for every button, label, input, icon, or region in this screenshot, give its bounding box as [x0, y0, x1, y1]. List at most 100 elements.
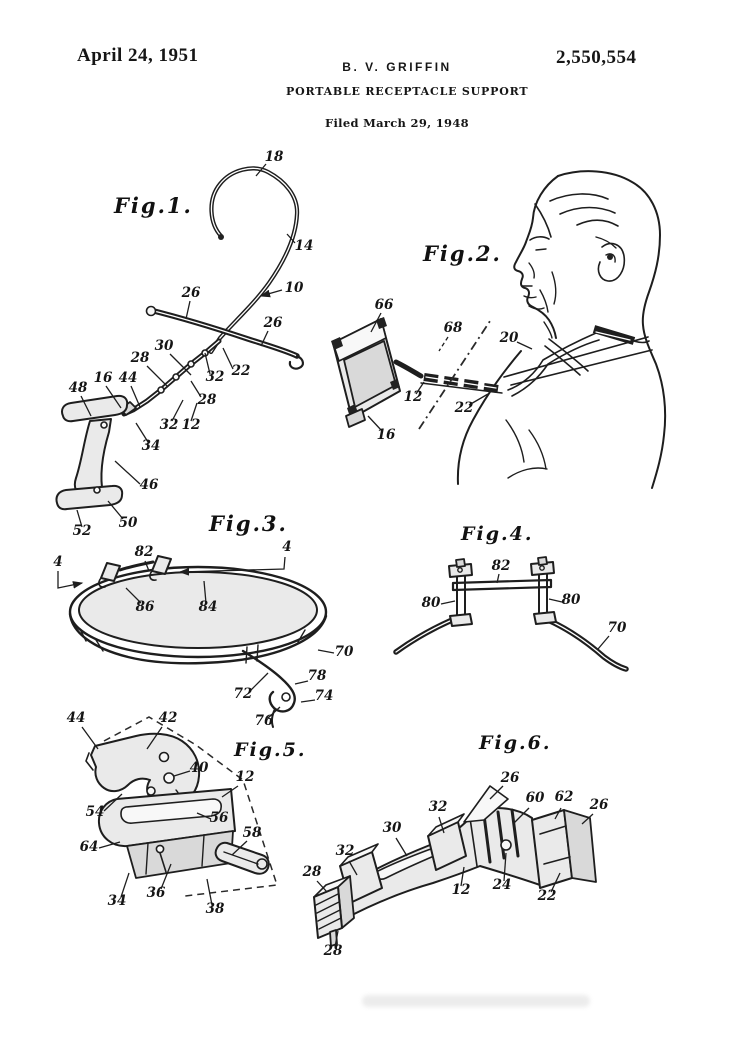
leader-line — [105, 385, 122, 409]
cube-front-face — [313, 886, 343, 939]
chest-fold — [505, 419, 525, 463]
ref-numeral-32: 32 — [336, 843, 355, 859]
band-end — [633, 340, 650, 344]
ref-numeral-32: 32 — [429, 799, 448, 815]
leader-line — [260, 330, 269, 347]
plate-shade-band — [510, 808, 520, 858]
ref-numeral-26: 26 — [500, 770, 520, 786]
ref-numeral-60: 60 — [526, 790, 545, 806]
ring-hook-curl — [241, 649, 296, 713]
neck-band-lower — [511, 339, 600, 397]
plate-end-cap — [85, 752, 94, 771]
leader-line — [468, 393, 489, 406]
leader-line — [597, 635, 610, 650]
ref-numeral-26: 26 — [181, 285, 201, 301]
arm-joint — [187, 360, 195, 368]
ref-numeral-58: 58 — [243, 825, 262, 841]
neck-shade-line — [543, 321, 553, 339]
neck-band-upper — [507, 332, 597, 391]
figure-4-label: Fig.4. — [460, 523, 533, 545]
figure-6-drawing: Fig.6. — [313, 732, 597, 947]
leader-line — [169, 353, 192, 376]
ref-numeral-12: 12 — [236, 769, 255, 785]
ghost-outline — [103, 716, 278, 897]
ref-numeral-26: 26 — [263, 315, 283, 331]
ref-numeral-32: 32 — [160, 417, 179, 433]
fork-prong-26 — [463, 785, 509, 823]
ref-numeral-10: 10 — [285, 280, 304, 296]
lapel-line — [544, 345, 581, 376]
leader-line — [554, 807, 562, 820]
leader-line — [489, 785, 504, 800]
patent-number: 2,550,554 — [556, 47, 637, 68]
hole-24 — [500, 839, 512, 851]
hair-stroke — [549, 193, 609, 202]
figure-2-drawing: Fig.2. — [331, 170, 667, 489]
ref-numeral-16: 16 — [94, 370, 113, 386]
ref-numeral-44: 44 — [119, 370, 138, 386]
ref-numeral-28: 28 — [197, 392, 217, 408]
ref-numeral-48: 48 — [69, 380, 88, 396]
leader-line — [316, 880, 328, 893]
band-hatch — [95, 639, 104, 652]
leader-line — [171, 399, 184, 422]
ring-lug-left — [100, 562, 121, 582]
arm-joint — [172, 373, 180, 381]
plate-hole — [146, 786, 156, 796]
leader-line — [438, 816, 445, 834]
leader-line — [367, 415, 383, 432]
ear-canal — [607, 254, 613, 260]
ref-numeral-22: 22 — [537, 888, 557, 904]
right-leg-highlight — [547, 619, 627, 670]
ref-numeral-44: 44 — [67, 710, 86, 726]
ref-numeral-82: 82 — [135, 544, 154, 560]
leader-line — [204, 352, 211, 375]
ring-outer-rim — [68, 565, 328, 659]
clamp-bolt — [100, 421, 108, 429]
face-profile — [513, 175, 559, 339]
ref-numeral-24: 24 — [492, 877, 512, 893]
ref-numeral-14: 14 — [295, 238, 314, 254]
leader-line — [190, 402, 198, 422]
ref-numeral-18: 18 — [265, 149, 284, 165]
leader-line — [496, 573, 500, 584]
cube-hatching — [315, 893, 342, 930]
bolt-nub-right — [537, 556, 548, 566]
crossbar-left-eyelet — [145, 305, 157, 317]
hair-stroke — [559, 206, 616, 215]
leader-line — [206, 878, 213, 906]
pin-mid-line — [223, 851, 259, 865]
crossbar-right-curl — [288, 354, 304, 370]
ref-numeral-42: 42 — [159, 710, 178, 726]
leader-line — [300, 699, 316, 703]
filed-date: Filed March 29, 1948 — [325, 116, 469, 130]
cube-tab — [329, 929, 338, 947]
plate-bar-edge — [469, 817, 478, 867]
ref-numeral-34: 34 — [142, 438, 161, 454]
scan-smudge — [362, 995, 590, 1007]
leader-line — [255, 163, 267, 177]
leader-line — [294, 680, 309, 685]
lug-curl — [98, 577, 106, 588]
right-post-foot — [533, 611, 557, 625]
leader-line — [249, 672, 269, 692]
figure-5-drawing: Fig.5. — [85, 716, 304, 897]
leader-line — [348, 860, 358, 876]
ref-numeral-56: 56 — [210, 810, 229, 826]
figure-2-label: Fig.2. — [422, 241, 502, 266]
hook-highlight — [210, 167, 298, 353]
leader-line — [460, 866, 465, 887]
band-notch — [256, 644, 259, 662]
leader-line — [81, 726, 99, 750]
ref-numeral-12: 12 — [452, 882, 471, 898]
ref-numeral-12: 12 — [182, 417, 201, 433]
ref-numeral-12: 12 — [404, 389, 423, 405]
leader-line — [550, 872, 561, 893]
leader-line — [185, 300, 191, 320]
ring-band-bottom — [68, 612, 328, 665]
band-hatch — [297, 629, 306, 643]
ref-numeral-28: 28 — [323, 943, 343, 959]
